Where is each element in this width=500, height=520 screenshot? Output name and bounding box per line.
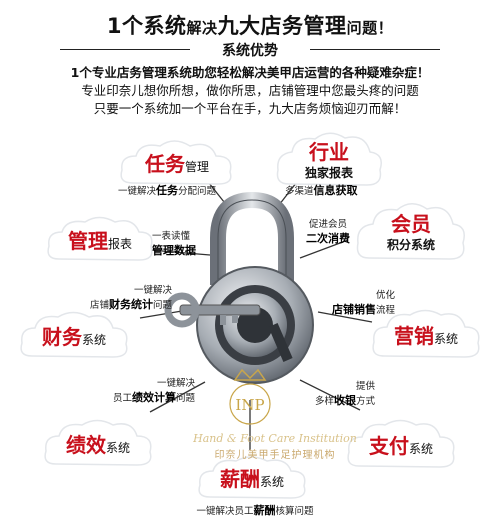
crown-monogram-icon: INP [229,368,271,425]
connector-marketing [317,311,373,323]
cloud-finance-system: 财务系统 [18,310,130,360]
monogram-text: INP [235,396,264,414]
subtitle: 系统优势 [222,43,278,59]
cloud-performance-small: 系统 [105,441,130,455]
cloud-task-management: 任务管理 [118,138,236,188]
connector-payment [299,379,361,411]
note-salary: 一键解决员工薪酬核算问题 [196,504,314,517]
cloud-task-small: 管理 [184,160,209,174]
cloud-industry-reports: 行业 独家报表 [275,130,383,188]
padlock-illustration [160,190,340,394]
cloud-marketing-system: 营销系统 [370,308,482,360]
note-industry: 多渠道信息获取 [285,184,358,197]
cloud-finance-big: 财务 [41,325,82,349]
cloud-member-big: 会员 [391,212,431,236]
divider-right [310,49,440,50]
brand-logo: INP [215,368,285,432]
cloud-industry-small: 独家报表 [304,166,353,180]
cloud-manage-small: 报表 [107,237,132,251]
cloud-performance-big: 绩效 [65,433,106,457]
cloud-management-reports: 管理报表 [45,215,155,263]
subtitle-bar: 系统优势 [60,38,440,60]
cloud-payment-small: 系统 [408,442,433,456]
note-finance: 一键解决店铺财务统计问题 [89,285,172,311]
cloud-payment-big: 支付 [368,434,409,458]
note-task: 一键解决任务分配问题 [118,184,217,197]
cloud-salary-system: 薪酬系统 [196,455,308,501]
cloud-task-big: 任务 [144,152,185,176]
cloud-marketing-small: 系统 [433,332,458,346]
note-marketing: 优化店铺销售流程 [331,290,395,316]
cloud-payment-system: 支付系统 [345,418,457,470]
connector-member [299,239,349,259]
institution-name-cn: 印奈儿美甲手足护理机构 [214,450,336,461]
intro-line-2: 专业印奈儿想你所想，做你所思，店铺管理中您最头疼的问题 [81,83,419,98]
divider-left [60,49,190,50]
page-title: 1个系统解决九大店务管理问题！ [106,14,394,38]
padlock-icon [164,191,314,384]
cloud-marketing-big: 营销 [393,324,434,348]
note-payment: 提供多样收银方式 [314,381,375,407]
cloud-member-points: 会员 积分系统 [355,200,467,262]
intro-line-1: 1个专业店务管理系统助您轻松解决美甲店运营的各种疑难杂症！ [70,65,430,80]
cloud-salary-small: 系统 [259,475,284,489]
cloud-salary-big: 薪酬 [219,467,260,491]
institution-name-en: Hand & Foot Care Institution [193,432,357,445]
note-manage: 一表读懂管理数据 [152,231,196,257]
note-performance: 一键解决员工绩效计算问题 [112,378,195,404]
connector-manage [149,249,211,256]
cloud-manage-big: 管理 [67,229,108,253]
intro-line-3: 只要一个系统加一个平台在手，九大店务烦恼迎刃而解！ [93,101,407,116]
note-member: 促进会员二次消费 [306,219,350,245]
intro-text: 1个专业店务管理系统助您轻松解决美甲店运营的各种疑难杂症！ 专业印奈儿想你所想，… [0,64,500,118]
cloud-member-small: 积分系统 [386,238,435,252]
cloud-industry-big: 行业 [309,140,349,164]
cloud-finance-small: 系统 [81,333,106,347]
connector-performance [149,381,206,413]
cloud-performance-system: 绩效系统 [42,418,154,468]
